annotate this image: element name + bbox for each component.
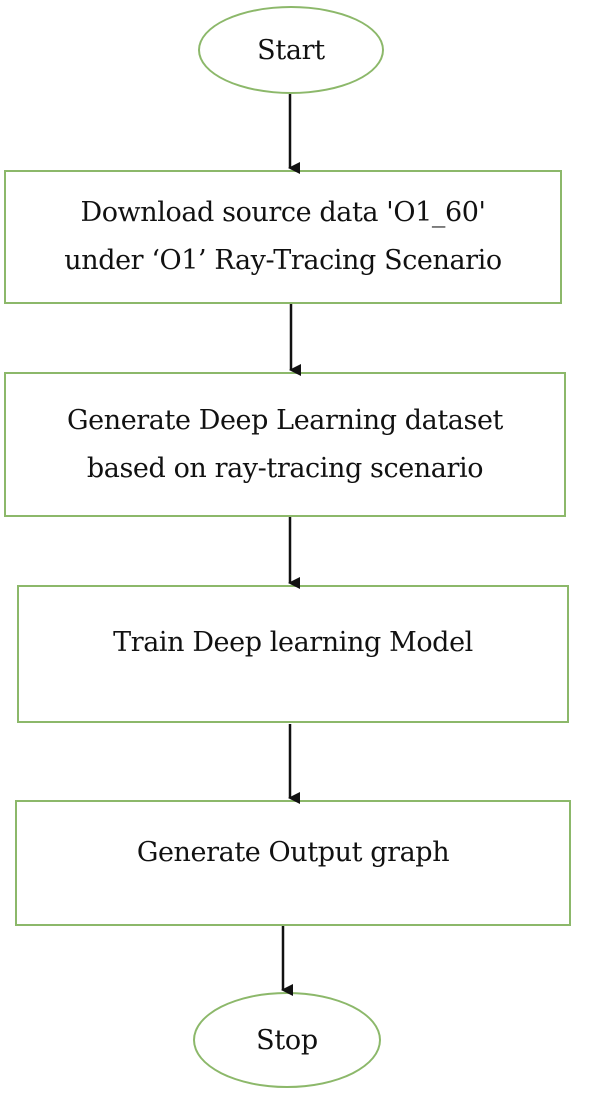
step-text-line: Generate Deep Learning dataset xyxy=(66,404,503,436)
step-text: Download source data 'O1_60' under ‘O1’ … xyxy=(64,189,502,285)
step-text-line: Generate Output graph xyxy=(136,837,450,868)
stop-label: Stop xyxy=(256,1024,318,1056)
start-label: Start xyxy=(257,34,325,66)
step-text: Generate Deep Learning dataset based on … xyxy=(67,397,503,493)
step-text: Train Deep learning Model xyxy=(113,619,473,667)
step-download-source-data: Download source data 'O1_60' under ‘O1’ … xyxy=(4,170,562,304)
step-text: Generate Output graph xyxy=(136,829,450,877)
step-generate-output-graph: Generate Output graph xyxy=(15,800,571,926)
step-train-model: Train Deep learning Model xyxy=(17,585,569,723)
step-text-line: Train Deep learning Model xyxy=(113,627,473,658)
step-text-line: Download source data 'O1_60' xyxy=(80,197,486,228)
start-node: Start xyxy=(198,6,384,94)
step-text-line: under ‘O1’ Ray-Tracing Scenario xyxy=(64,245,502,276)
step-generate-dataset: Generate Deep Learning dataset based on … xyxy=(4,372,566,517)
step-text-line: based on ray-tracing scenario xyxy=(86,452,484,484)
stop-node: Stop xyxy=(193,992,381,1088)
